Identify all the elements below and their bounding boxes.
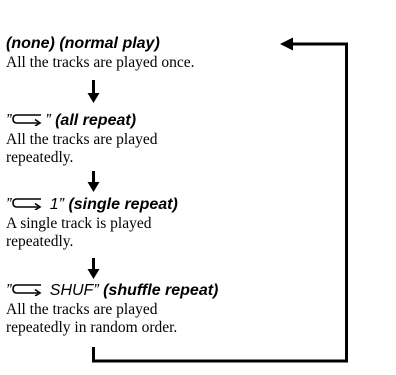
down-arrow-icon bbox=[87, 258, 100, 279]
open-quote: ” bbox=[6, 112, 12, 129]
open-quote: ” bbox=[6, 282, 12, 299]
left-arrow-icon bbox=[280, 37, 293, 51]
loop-back-connector bbox=[92, 37, 348, 363]
repeat-icon bbox=[12, 284, 42, 296]
down-arrow-icon bbox=[87, 171, 100, 192]
mode-token: SHUF bbox=[45, 282, 94, 299]
mode-title-single-repeat: ” 1” (single repeat) bbox=[6, 195, 178, 214]
mode-label: (all repeat) bbox=[50, 112, 137, 129]
repeat-icon bbox=[12, 114, 42, 126]
mode-description-line: All the tracks are played bbox=[6, 131, 158, 148]
mode-label: (none) (normal play) bbox=[6, 35, 160, 52]
mode-title-normal-play: (none) (normal play) bbox=[6, 34, 160, 53]
mode-token: 1 bbox=[45, 196, 59, 213]
close-quote: ” bbox=[58, 196, 64, 213]
repeat-icon bbox=[12, 198, 42, 210]
mode-description-line: repeatedly. bbox=[6, 233, 74, 250]
mode-label: (single repeat) bbox=[64, 196, 178, 213]
mode-title-shuffle-repeat: ” SHUF” (shuffle repeat) bbox=[6, 281, 218, 300]
close-quote: ” bbox=[45, 112, 51, 129]
mode-description-line: repeatedly. bbox=[6, 149, 74, 166]
mode-title-all-repeat: ” ” (all repeat) bbox=[6, 111, 136, 130]
mode-description-line: A single track is played bbox=[6, 215, 152, 232]
mode-description-line: repeatedly in random order. bbox=[6, 319, 178, 336]
mode-description-line: All the tracks are played once. bbox=[6, 54, 195, 71]
mode-label: (shuffle repeat) bbox=[98, 282, 219, 299]
open-quote: ” bbox=[6, 196, 12, 213]
mode-description-line: All the tracks are played bbox=[6, 301, 158, 318]
down-arrow-icon bbox=[87, 80, 100, 103]
close-quote: ” bbox=[93, 282, 99, 299]
